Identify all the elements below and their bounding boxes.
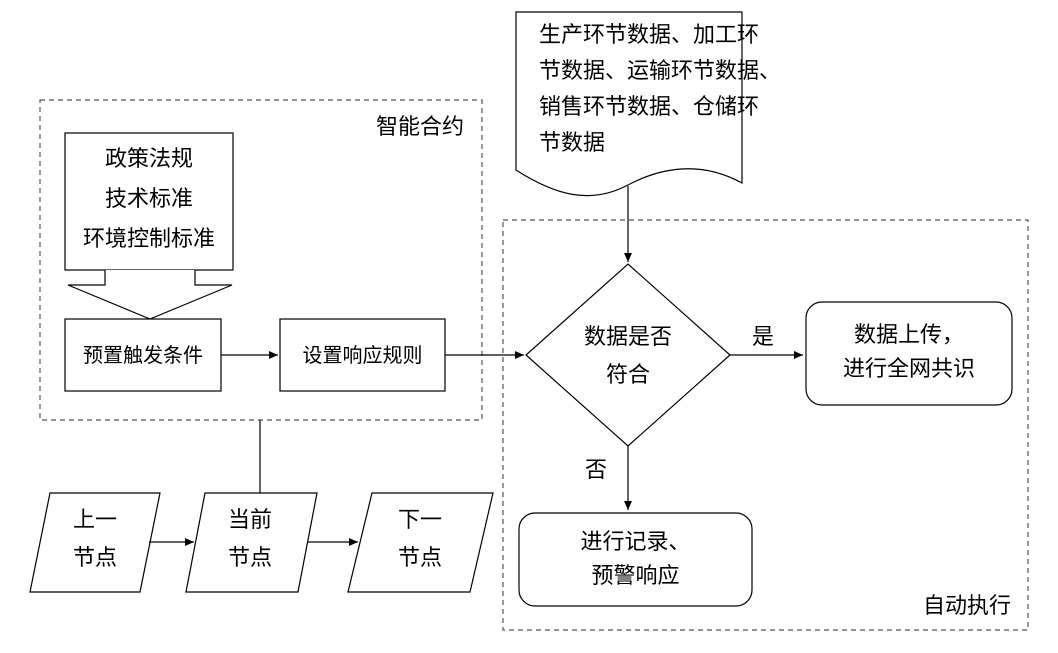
response-rule-box xyxy=(279,318,446,392)
current-node-shape xyxy=(185,492,318,593)
prev-node-shape xyxy=(29,492,161,593)
data-doc-line-3: 销售环节数据、仓储环 xyxy=(539,95,760,120)
smart-contract-region xyxy=(39,99,483,421)
upload-box xyxy=(805,301,1013,406)
policy-line-1: 政策法规 xyxy=(104,147,193,172)
policy-line-2: 技术标准 xyxy=(104,187,193,212)
decision-diamond xyxy=(525,263,731,447)
record-line-1: 进行记录、 xyxy=(580,530,691,555)
next-node-line-1: 下一 xyxy=(397,508,442,533)
upload-line-2: 进行全网共识 xyxy=(842,357,975,382)
current-node-line-1: 当前 xyxy=(227,508,272,533)
record-line-2: 预警响应 xyxy=(591,564,680,589)
data-document-shape xyxy=(515,11,743,197)
preset-trigger-label: 预置触发条件 xyxy=(83,343,203,367)
yes-label: 是 xyxy=(751,325,774,350)
preset-trigger-box xyxy=(64,318,222,392)
record-box xyxy=(518,512,753,607)
upload-line-1: 数据上传， xyxy=(853,323,964,348)
data-doc-line-4: 节数据 xyxy=(539,131,606,156)
next-node-line-2: 节点 xyxy=(397,546,442,571)
response-rule-label: 设置响应规则 xyxy=(302,343,423,367)
prev-node-line-1: 上一 xyxy=(72,508,117,533)
next-node-shape xyxy=(347,492,494,593)
auto-exec-title: 自动执行 xyxy=(922,594,1011,619)
policy-line-3: 环境控制标准 xyxy=(82,227,215,252)
current-node-line-2: 节点 xyxy=(227,546,272,571)
smart-contract-title: 智能合约 xyxy=(375,115,464,140)
auto-exec-region xyxy=(502,219,1029,631)
decision-line-2: 符合 xyxy=(605,363,650,388)
decision-line-1: 数据是否 xyxy=(583,325,672,350)
no-label: 否 xyxy=(584,458,607,483)
data-doc-line-2: 节数据、运输环节数据、 xyxy=(539,59,782,84)
data-doc-line-1: 生产环节数据、加工环 xyxy=(539,23,760,48)
policy-box xyxy=(64,132,234,271)
prev-node-line-2: 节点 xyxy=(72,546,117,571)
policy-hollow-arrow xyxy=(67,270,233,320)
